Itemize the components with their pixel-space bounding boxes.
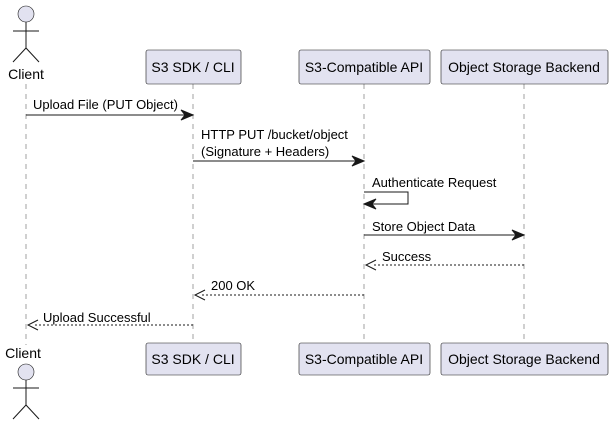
message-label-line-2: (Signature + Headers): [201, 144, 329, 159]
message-label: Upload File (PUT Object): [33, 97, 178, 112]
message-store-object: Store Object Data: [364, 219, 526, 241]
participant-label-backend-top: Object Storage Backend: [448, 59, 600, 75]
message-label: Success: [382, 249, 432, 264]
message-label-line-1: HTTP PUT /bucket/object: [201, 127, 348, 142]
participant-sdk-bottom: S3 SDK / CLI: [145, 342, 242, 376]
actor-label-client-top: Client: [8, 66, 44, 82]
message-label: Store Object Data: [372, 219, 476, 234]
actor-head-icon: [17, 363, 35, 381]
message-label: Authenticate Request: [372, 175, 497, 190]
message-200-ok: 200 OK: [193, 278, 364, 301]
actor-client-top: Client: [8, 5, 44, 82]
participant-api-top: S3-Compatible API: [298, 49, 431, 85]
participant-api-bottom: S3-Compatible API: [298, 342, 431, 376]
participant-label-sdk-top: S3 SDK / CLI: [151, 59, 234, 75]
message-upload-successful: Upload Successful: [26, 310, 193, 331]
actor-client-bottom: Client: [5, 345, 41, 420]
participant-label-backend-bottom: Object Storage Backend: [448, 351, 600, 367]
message-label: Upload Successful: [43, 310, 151, 325]
message-upload-file: Upload File (PUT Object): [26, 97, 195, 121]
message-success: Success: [364, 249, 524, 271]
participant-label-api-top: S3-Compatible API: [305, 59, 423, 75]
message-label: 200 OK: [211, 278, 255, 293]
message-http-put: HTTP PUT /bucket/object (Signature + Hea…: [193, 127, 366, 167]
actor-label-client-bottom: Client: [5, 345, 41, 361]
participant-label-sdk-bottom: S3 SDK / CLI: [151, 351, 234, 367]
participant-backend-top: Object Storage Backend: [440, 49, 609, 85]
actor-head-icon: [17, 5, 35, 23]
participant-sdk-top: S3 SDK / CLI: [145, 49, 242, 85]
participant-backend-bottom: Object Storage Backend: [440, 342, 609, 376]
message-authenticate: Authenticate Request: [362, 175, 497, 210]
participant-label-api-bottom: S3-Compatible API: [305, 351, 423, 367]
